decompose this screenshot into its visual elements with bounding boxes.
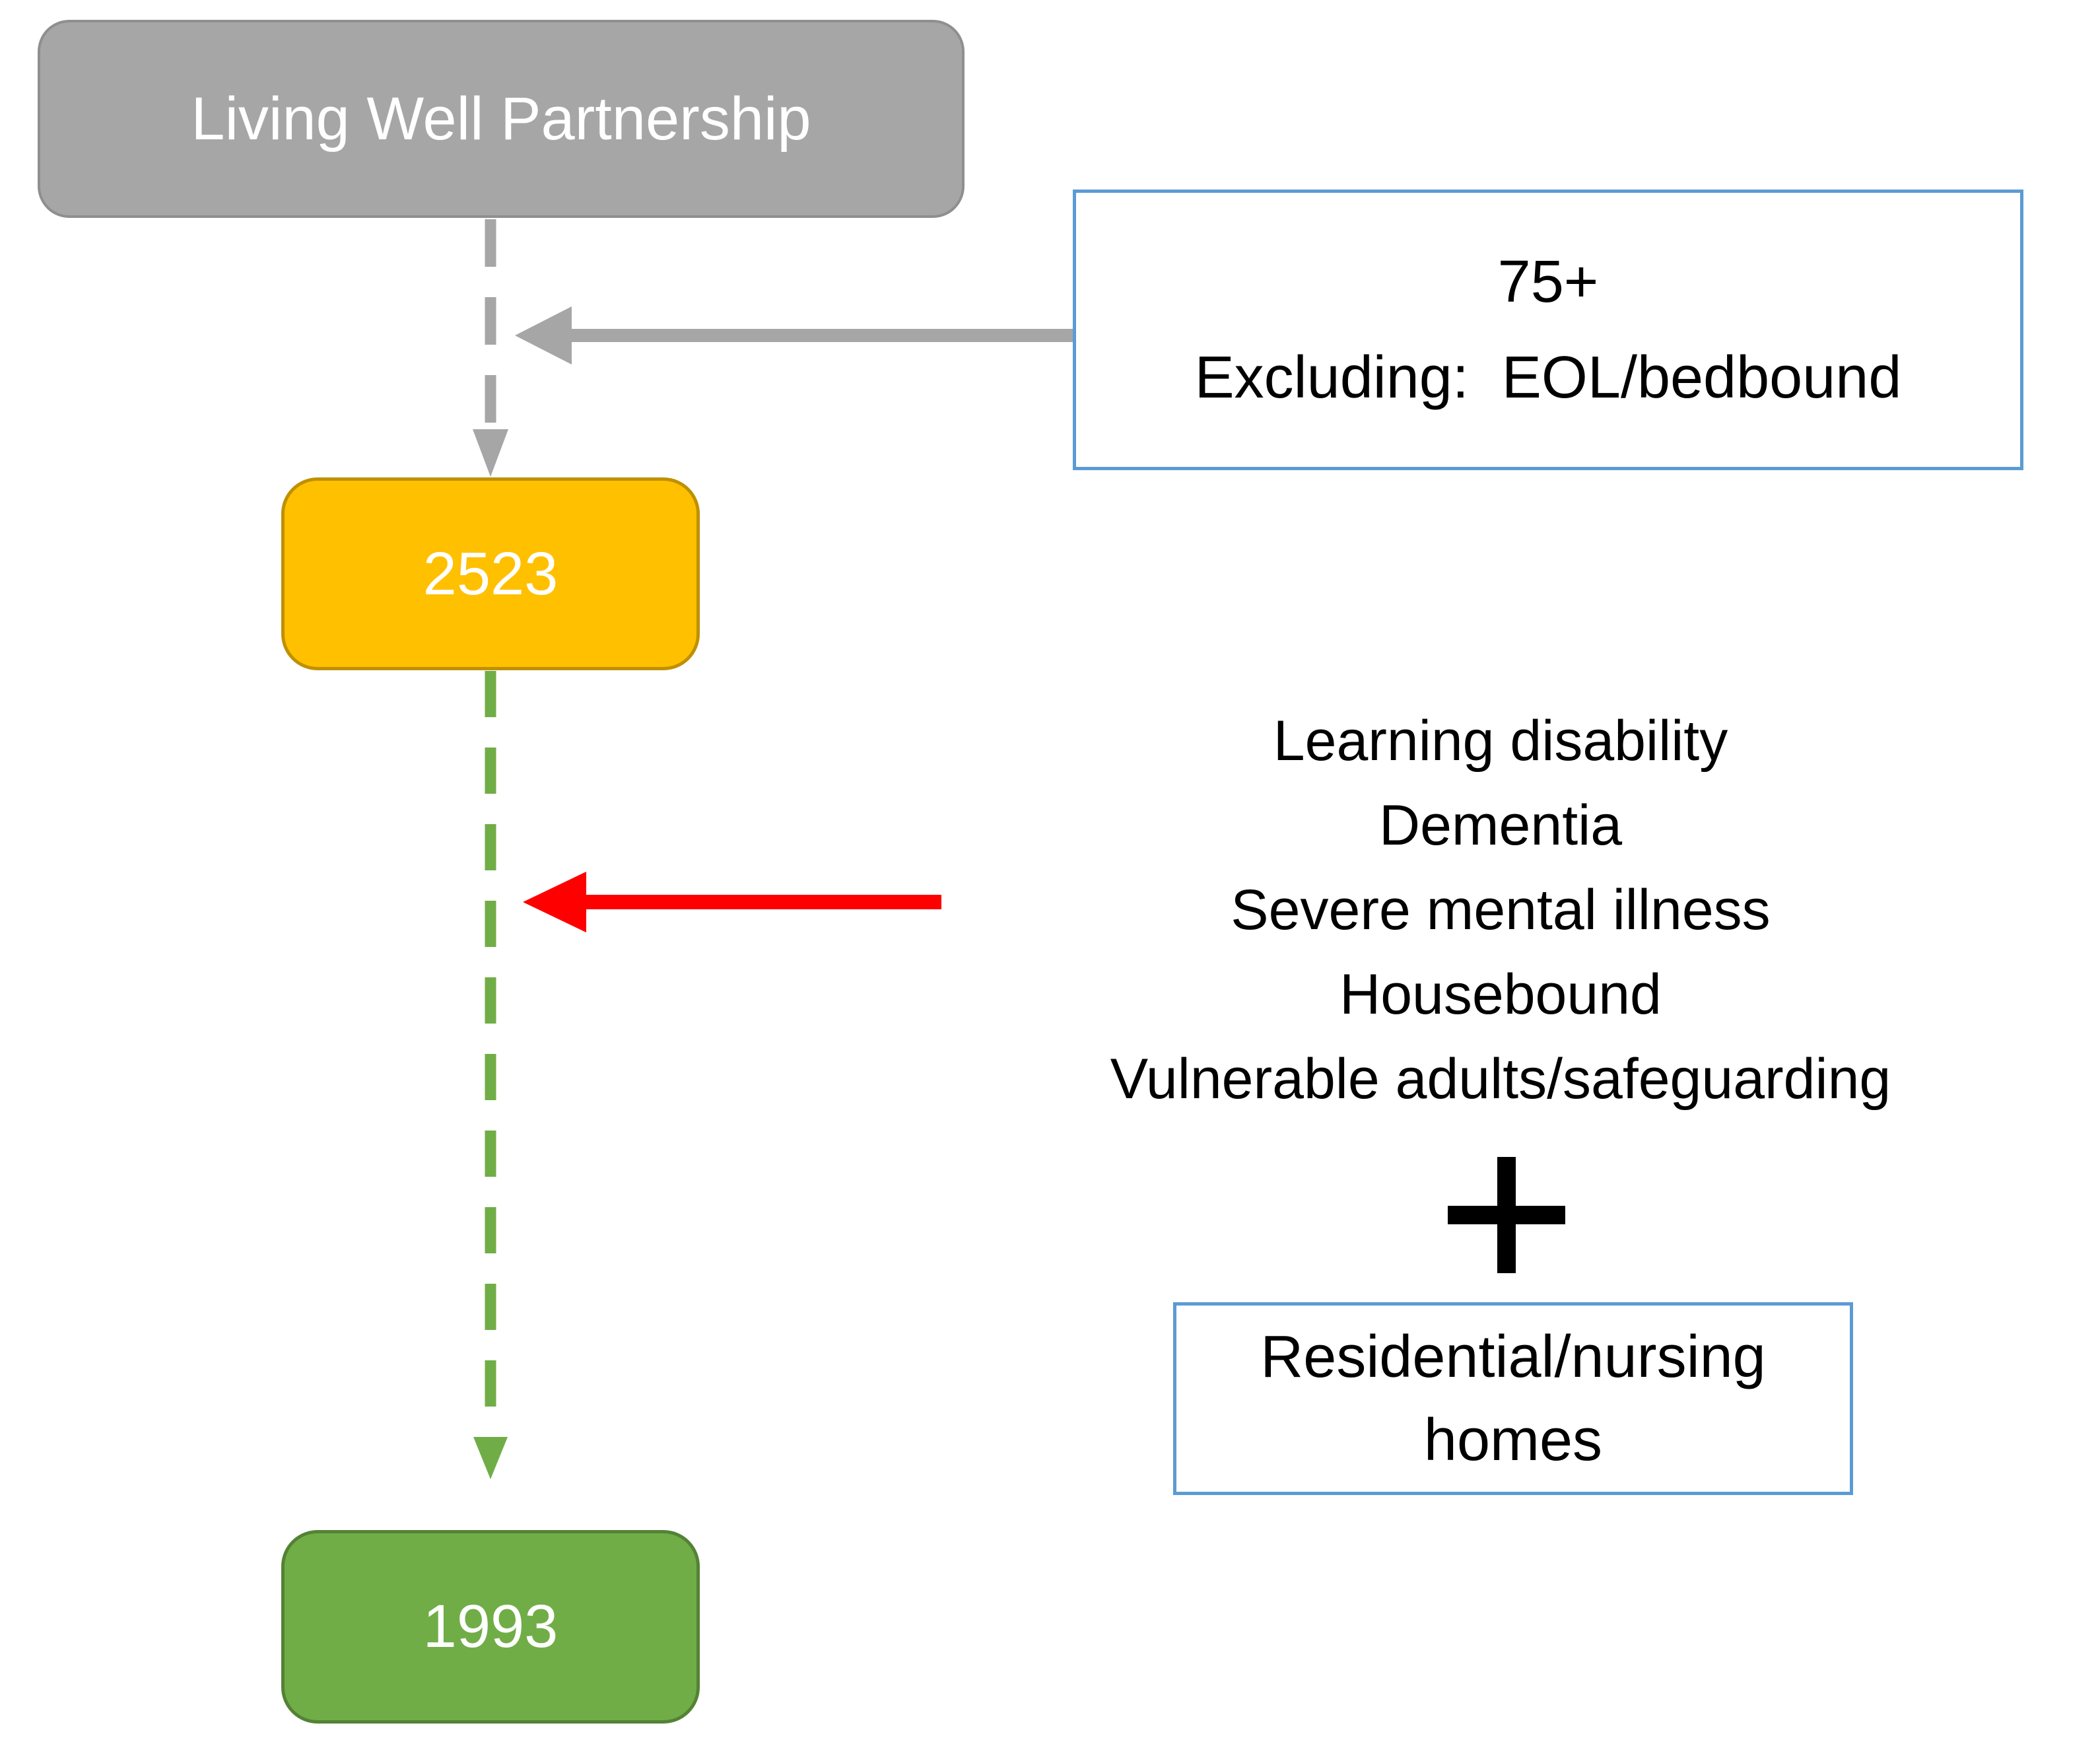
exclusion-item: Learning disability: [1273, 709, 1728, 773]
gray-arrowhead-left-icon: [515, 306, 572, 365]
excluding-eol-label: Excluding: EOL/bedbound: [1194, 344, 1902, 411]
residential-homes-note: Residential/nursing homes: [1173, 1302, 1853, 1495]
cohort-count-1993-label: 1993: [423, 1593, 559, 1660]
residential-homes-label: Residential/nursing homes: [1260, 1324, 1766, 1473]
exclusion-note-list: Learning disability Dementia Severe ment…: [939, 687, 2062, 1133]
green-arrowhead-down-icon: [473, 1437, 508, 1479]
age-criterion-label: 75+: [1497, 248, 1599, 315]
title-node-label: Living Well Partnership: [191, 85, 811, 153]
exclusion-item: Housebound: [1339, 963, 1662, 1026]
cohort-count-2523-label: 2523: [423, 540, 559, 608]
red-arrowhead-left-icon: [523, 872, 586, 932]
exclusion-item: Severe mental illness: [1231, 878, 1771, 942]
plus-icon: [1448, 1157, 1565, 1273]
exclusion-note-75plus: 75+ Excluding: EOL/bedbound: [1073, 190, 2023, 470]
exclusion-item: Dementia: [1378, 794, 1623, 857]
title-node: Living Well Partnership: [38, 20, 965, 218]
gray-arrowhead-down-icon: [473, 429, 508, 477]
plus-icon-horizontal-bar: [1448, 1206, 1565, 1224]
exclusion-item: Vulnerable adults/safeguarding: [1110, 1047, 1891, 1111]
cohort-count-node-2523: 2523: [281, 477, 700, 670]
cohort-count-node-1993: 1993: [281, 1530, 700, 1724]
